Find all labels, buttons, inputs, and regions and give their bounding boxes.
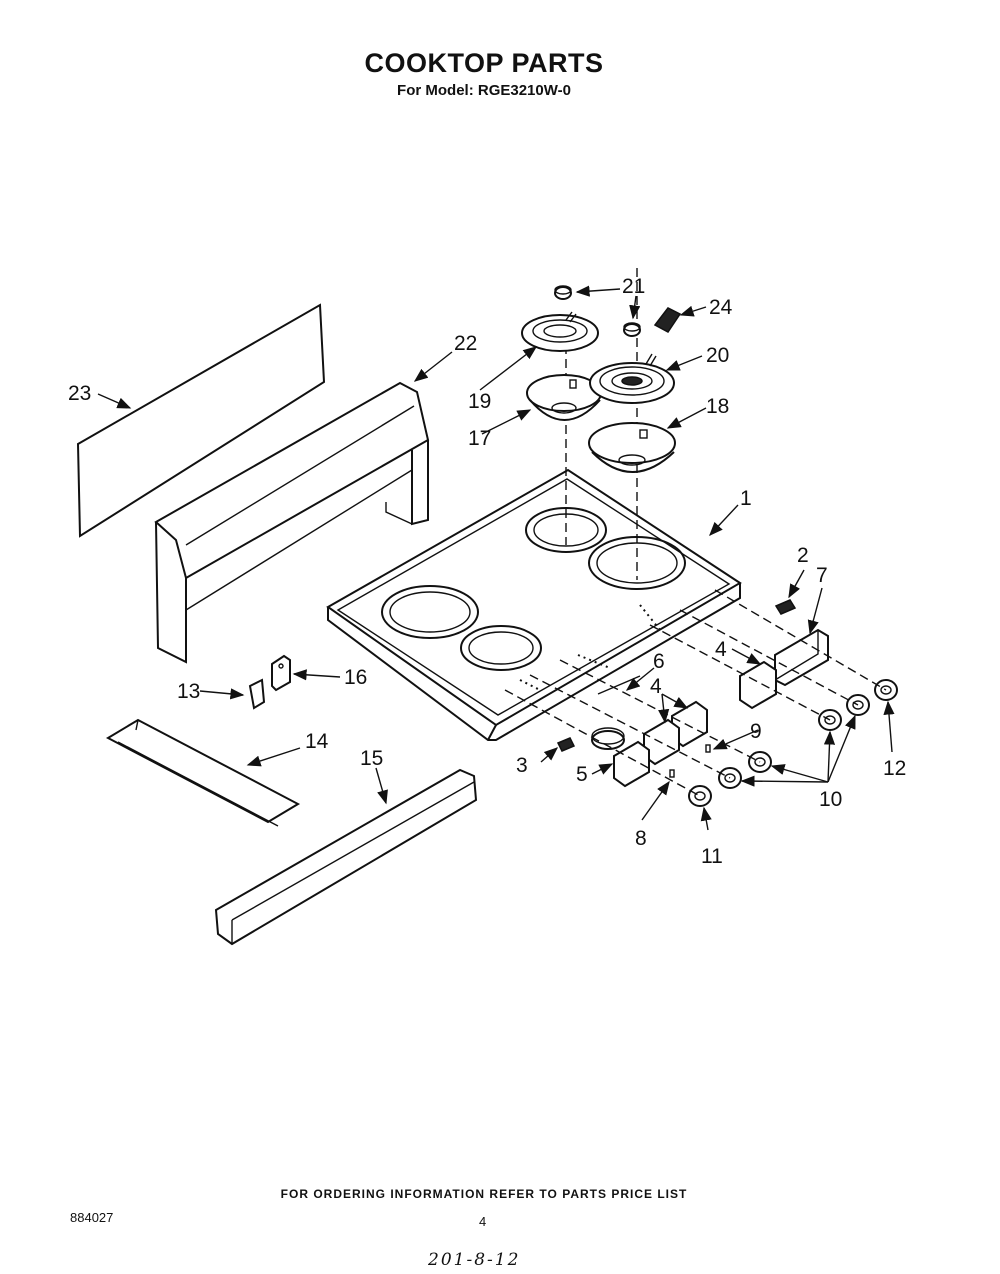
handwritten-note: 201-8-12 (428, 1250, 521, 1270)
callout-24: 24 (709, 296, 733, 319)
model-subtitle: For Model: RGE3210W-0 (397, 82, 571, 99)
page-number: 4 (479, 1214, 487, 1229)
callout-12: 12 (883, 757, 906, 780)
callout-3: 3 (516, 754, 528, 777)
part-bracket-hinge (271, 654, 291, 692)
part-front-trim (214, 768, 478, 946)
part-clip-left (556, 737, 576, 752)
document-number: 884027 (70, 1210, 114, 1225)
callout-numbers: 1 2 3 4 4 5 6 7 8 9 10 11 12 13 14 15 16… (68, 275, 906, 868)
callout-17: 17 (468, 427, 491, 450)
part-knobs (688, 679, 898, 807)
ordering-info-note: FOR ORDERING INFORMATION REFER TO PARTS … (280, 1187, 688, 1201)
callout-14: 14 (305, 730, 329, 753)
callout-21: 21 (622, 275, 645, 298)
part-ring (591, 727, 625, 750)
callout-4-center: 4 (650, 675, 662, 698)
callout-8: 8 (635, 827, 647, 850)
part-rear-channel (105, 718, 301, 827)
callout-15: 15 (360, 747, 383, 770)
leader-lines (97, 285, 895, 831)
callout-23: 23 (68, 382, 91, 405)
part-spring-clips (669, 744, 711, 778)
callout-9: 9 (750, 720, 762, 743)
part-bracket-small (248, 678, 266, 710)
part-small-drip-bowl (526, 374, 602, 421)
part-large-element (589, 353, 675, 404)
callout-20: 20 (706, 344, 729, 367)
part-terminal-block (653, 307, 682, 333)
callout-19: 19 (468, 390, 491, 413)
callout-2: 2 (797, 544, 809, 567)
callout-18: 18 (706, 395, 729, 418)
page-title: COOKTOP PARTS (364, 48, 604, 78)
part-switch-bracket (774, 628, 829, 687)
part-rear-panel (76, 303, 326, 538)
callout-13: 13 (177, 680, 200, 703)
callout-22: 22 (454, 332, 477, 355)
callout-1: 1 (740, 487, 752, 510)
callout-4-right: 4 (715, 638, 727, 661)
part-infinite-switches (613, 660, 777, 788)
callout-7: 7 (816, 564, 828, 587)
part-backguard (154, 381, 430, 664)
callout-5: 5 (576, 763, 588, 786)
callout-10: 10 (819, 788, 842, 811)
callout-6: 6 (653, 650, 665, 673)
part-large-drip-bowl (588, 422, 676, 473)
callout-16: 16 (344, 666, 367, 689)
part-small-element (521, 311, 599, 352)
part-cooktop (326, 468, 742, 741)
part-clip-right (774, 599, 797, 615)
part-grommets (554, 285, 641, 337)
callout-11: 11 (701, 845, 723, 868)
